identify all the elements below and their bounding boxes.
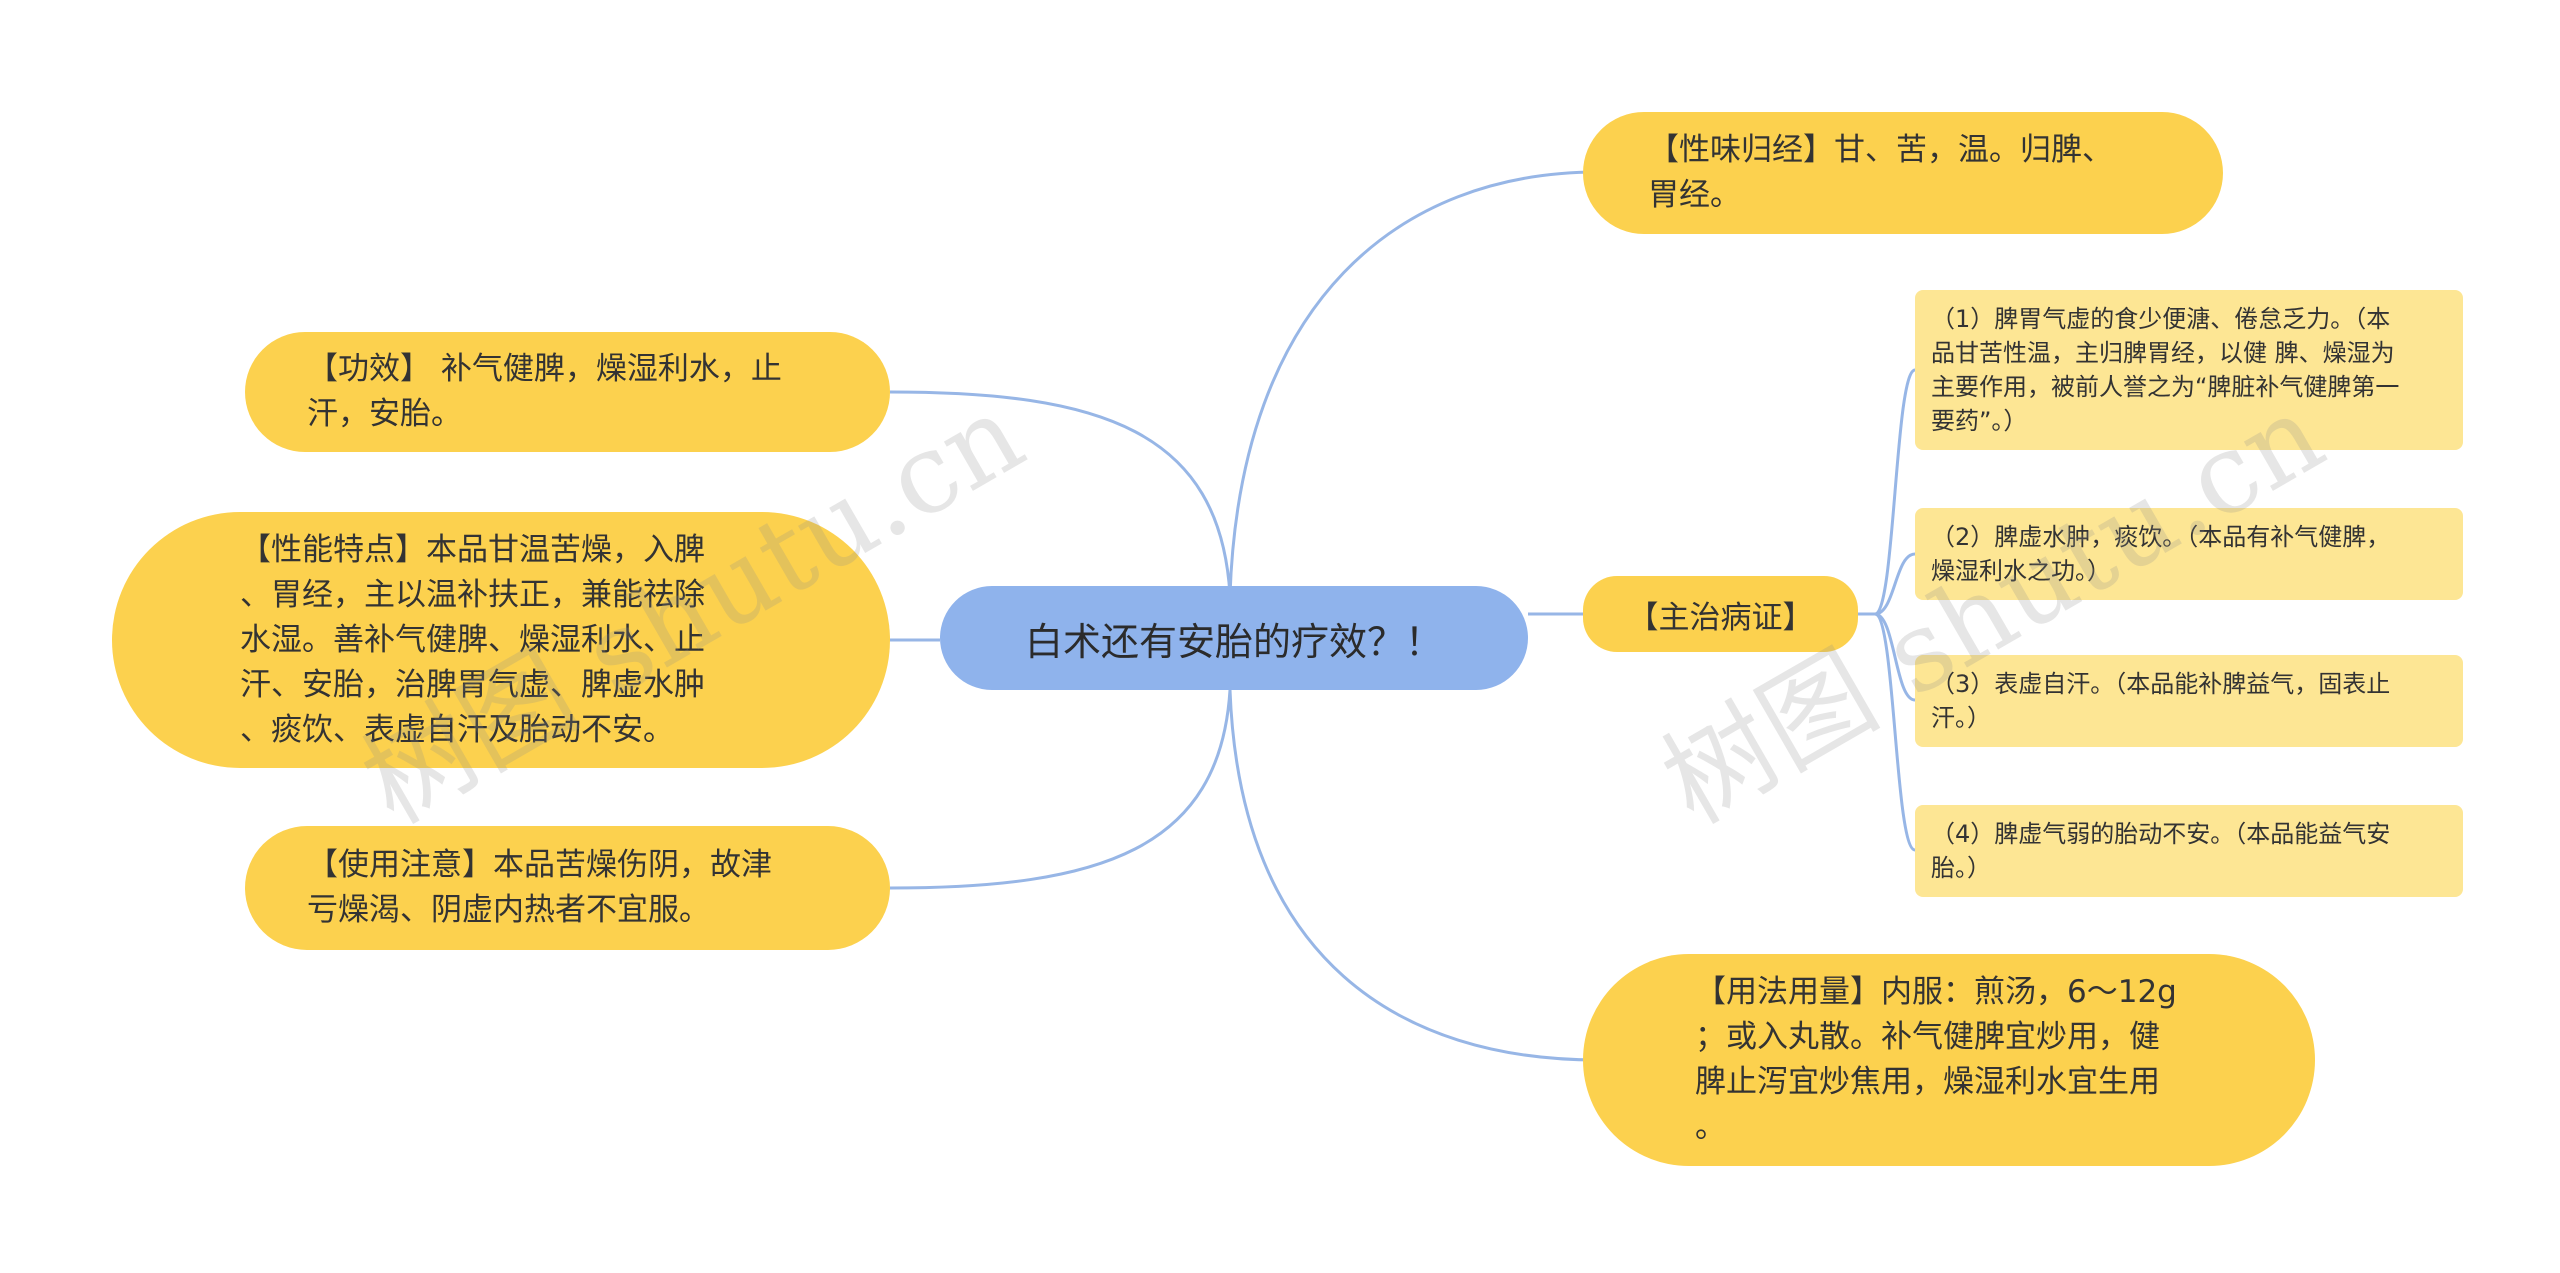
efficacy-label: 【功效】 补气健脾，燥湿利水，止 汗，安胎。 — [307, 351, 782, 432]
connector-hub-leaf-1 — [1858, 368, 1916, 616]
connector-root-efficacy — [889, 390, 1232, 596]
connector-root-flavor — [1228, 170, 1599, 596]
features-label: 【性能特点】本品甘温苦燥，入脾 、胃经，主以温补扶正，兼能祛除 水湿。善补气健脾… — [240, 531, 705, 748]
flavor-meridian-label: 【性味归经】甘、苦，温。归脾、 胃经。 — [1648, 132, 2113, 213]
root-topic[interactable]: 白术还有安胎的疗效？！ — [940, 586, 1528, 690]
indications-node[interactable]: 【主治病证】 — [1583, 576, 1858, 652]
indication-item-3-label: （3）表虚自汗。（本品能补脾益气，固表止 汗。） — [1931, 670, 2391, 732]
root-topic-label: 白术还有安胎的疗效？！ — [1024, 619, 1443, 664]
connector-hub-leaf-4 — [1874, 612, 1916, 852]
indication-item-4[interactable]: （4）脾虚气弱的胎动不安。（本品能益气安 胎。） — [1915, 805, 2463, 897]
connector-root-dosage — [1228, 689, 1599, 1062]
connector-root-caution — [889, 689, 1232, 890]
indication-item-1-label: （1）脾胃气虚的食少便溏、倦怠乏力。（本 品甘苦性温，主归脾胃经，以健 脾、燥湿… — [1931, 305, 2400, 435]
indication-item-1[interactable]: （1）脾胃气虚的食少便溏、倦怠乏力。（本 品甘苦性温，主归脾胃经，以健 脾、燥湿… — [1915, 290, 2463, 450]
indication-item-2[interactable]: （2）脾虚水肿，痰饮。（本品有补气健脾， 燥湿利水之功。） — [1915, 508, 2463, 600]
features-node[interactable]: 【性能特点】本品甘温苦燥，入脾 、胃经，主以温补扶正，兼能祛除 水湿。善补气健脾… — [112, 512, 890, 768]
connector-hub-leaf-3 — [1874, 612, 1916, 702]
efficacy-node[interactable]: 【功效】 补气健脾，燥湿利水，止 汗，安胎。 — [245, 332, 890, 452]
caution-label: 【使用注意】本品苦燥伤阴，故津 亏燥渴、阴虚内热者不宜服。 — [307, 847, 772, 928]
flavor-meridian-node[interactable]: 【性味归经】甘、苦，温。归脾、 胃经。 — [1583, 112, 2223, 234]
caution-node[interactable]: 【使用注意】本品苦燥伤阴，故津 亏燥渴、阴虚内热者不宜服。 — [245, 826, 890, 950]
connector-hub-leaf-2 — [1874, 552, 1916, 616]
indication-item-4-label: （4）脾虚气弱的胎动不安。（本品能益气安 胎。） — [1931, 820, 2391, 882]
indication-item-3[interactable]: （3）表虚自汗。（本品能补脾益气，固表止 汗。） — [1915, 655, 2463, 747]
dosage-label: 【用法用量】内服：煎汤，6～12g ；或入丸散。补气健脾宜炒用，健 脾止泻宜炒焦… — [1695, 974, 2177, 1145]
indication-item-2-label: （2）脾虚水肿，痰饮。（本品有补气健脾， 燥湿利水之功。） — [1931, 523, 2391, 585]
indications-label: 【主治病证】 — [1627, 599, 1814, 636]
dosage-node[interactable]: 【用法用量】内服：煎汤，6～12g ；或入丸散。补气健脾宜炒用，健 脾止泻宜炒焦… — [1583, 954, 2315, 1166]
